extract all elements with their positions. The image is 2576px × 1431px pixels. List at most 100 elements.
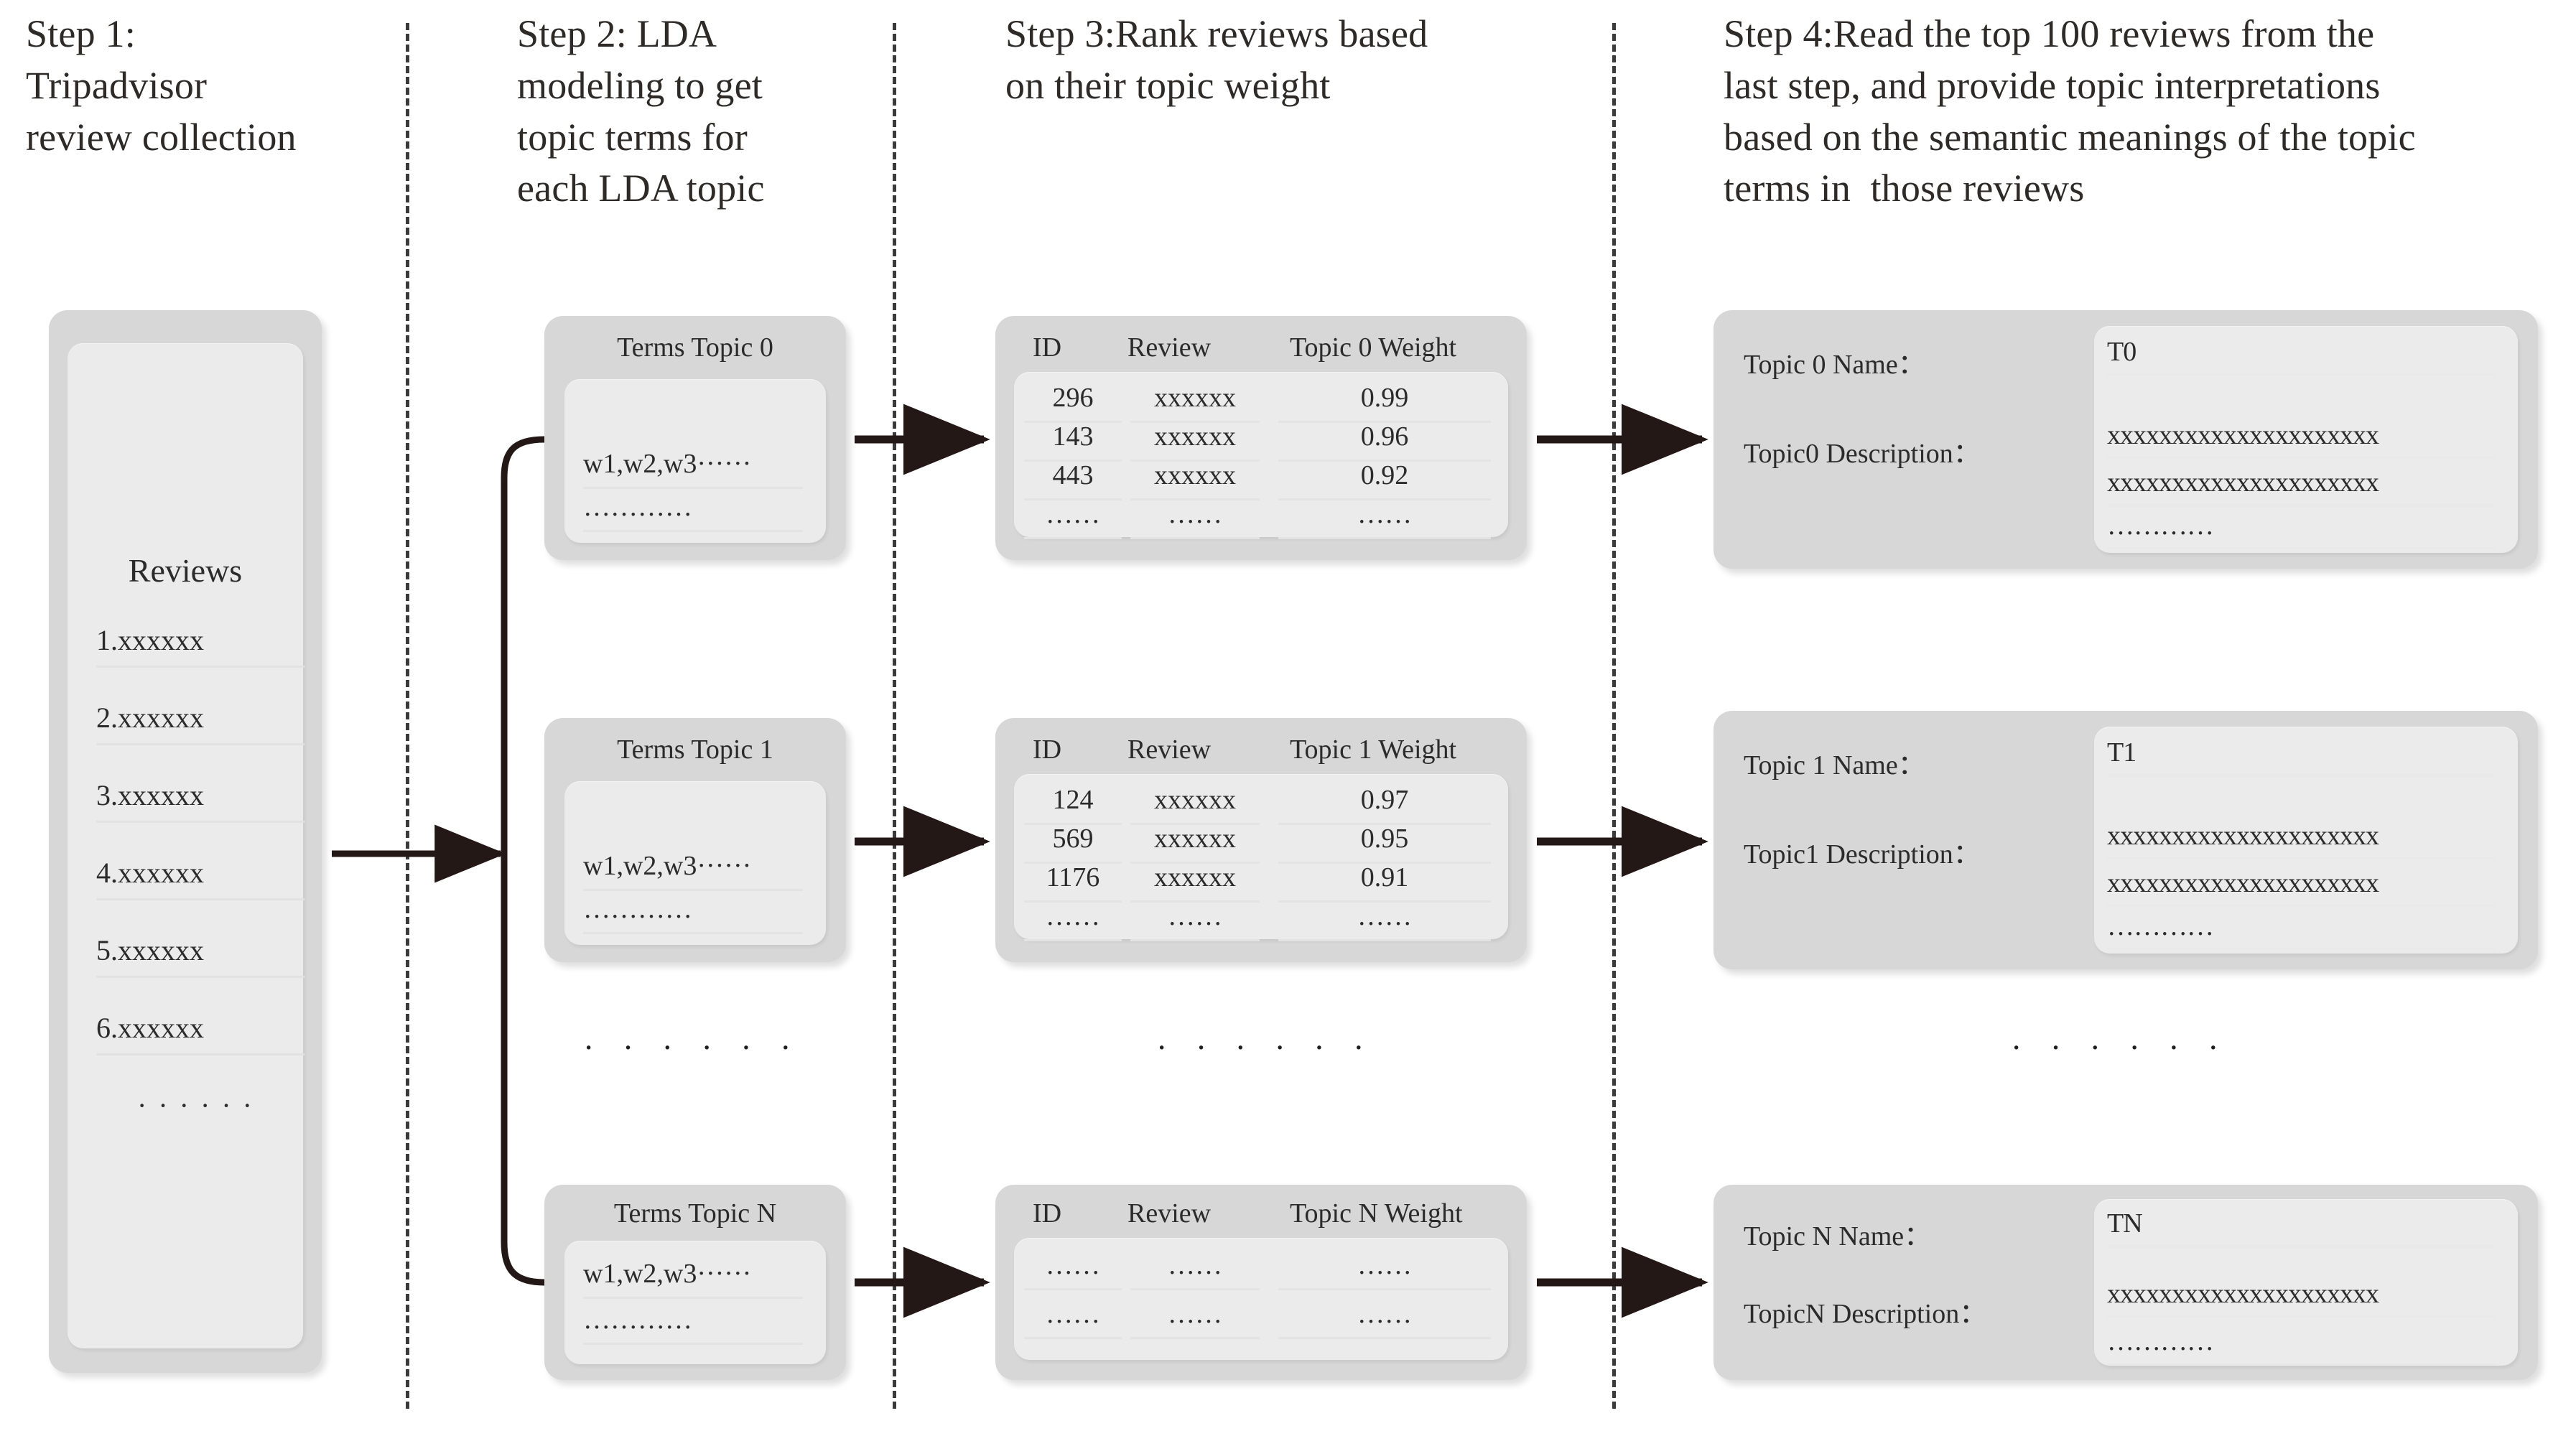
topic-description-label: Topic1 Description： bbox=[1744, 839, 1981, 870]
terms-line-ellipsis: ………… bbox=[583, 491, 803, 532]
table-header-weight: Topic 0 Weight bbox=[1290, 332, 1457, 363]
topic-name-value: T0 bbox=[2107, 336, 2495, 376]
step-3-heading: Step 3:Rank reviews based on their topic… bbox=[1005, 12, 1428, 107]
table-cell-id: …… bbox=[1024, 498, 1122, 539]
rank-table-inner: 296 xxxxxx 0.99 143 xxxxxx 0.96 443 xxxx… bbox=[1014, 372, 1508, 539]
terms-line-words: w1,w2,w3······ bbox=[583, 448, 803, 489]
table-cell-review: xxxxxx bbox=[1130, 823, 1260, 864]
topic-description-line: xxxxxxxxxxxxxxxxxxxxx bbox=[2107, 867, 2495, 907]
table-cell-weight: 0.97 bbox=[1278, 784, 1491, 825]
table-cell-weight: …… bbox=[1278, 1298, 1491, 1339]
table-cell-id: 569 bbox=[1024, 823, 1122, 864]
table-cell-weight: 0.99 bbox=[1278, 382, 1491, 423]
terms-line-words: w1,w2,w3······ bbox=[583, 1258, 803, 1299]
table-cell-weight: 0.91 bbox=[1278, 862, 1491, 903]
ellipsis-separator-step2: · · · · · · bbox=[583, 1029, 801, 1066]
table-cell-weight: 0.96 bbox=[1278, 421, 1491, 462]
rank-table-inner: …… …… …… …… …… …… bbox=[1014, 1238, 1508, 1360]
topic-description-ellipsis: ………… bbox=[2107, 910, 2495, 950]
topic-name-label: Topic N Name： bbox=[1744, 1221, 1932, 1251]
table-cell-review: …… bbox=[1130, 900, 1260, 941]
table-cell-weight: 0.92 bbox=[1278, 460, 1491, 500]
interpretation-inner: T0 xxxxxxxxxxxxxxxxxxxxx xxxxxxxxxxxxxxx… bbox=[2094, 326, 2518, 553]
list-item: 4.xxxxxx bbox=[96, 856, 304, 900]
topic-description-label: TopicN Description： bbox=[1744, 1299, 1987, 1329]
list-item: 2.xxxxxx bbox=[96, 701, 304, 745]
table-cell-id: …… bbox=[1024, 900, 1122, 941]
table-cell-weight: 0.95 bbox=[1278, 823, 1491, 864]
topic-description-line: xxxxxxxxxxxxxxxxxxxxx bbox=[2107, 1278, 2495, 1318]
table-cell-id: 143 bbox=[1024, 421, 1122, 462]
table-cell-id: …… bbox=[1024, 1298, 1122, 1339]
rank-table-topic-n: ID Review Topic N Weight …… …… …… …… …… … bbox=[995, 1185, 1527, 1380]
table-cell-id: 296 bbox=[1024, 382, 1122, 423]
table-cell-review: xxxxxx bbox=[1130, 382, 1260, 423]
table-cell-review: …… bbox=[1130, 498, 1260, 539]
reviews-card-inner: Reviews 1.xxxxxx 2.xxxxxx 3.xxxxxx 4.xxx… bbox=[68, 343, 304, 1348]
terms-line-words: w1,w2,w3······ bbox=[583, 850, 803, 891]
reviews-card: Reviews 1.xxxxxx 2.xxxxxx 3.xxxxxx 4.xxx… bbox=[49, 310, 322, 1373]
table-header-review: Review bbox=[1127, 332, 1212, 363]
interpretation-inner: T1 xxxxxxxxxxxxxxxxxxxxx xxxxxxxxxxxxxxx… bbox=[2094, 727, 2518, 954]
table-cell-id: …… bbox=[1024, 1249, 1122, 1290]
rank-table-topic-1: ID Review Topic 1 Weight 124 xxxxxx 0.97… bbox=[995, 718, 1527, 962]
terms-card-inner: w1,w2,w3······ ………… bbox=[564, 781, 826, 945]
table-header-weight: Topic 1 Weight bbox=[1290, 735, 1457, 765]
terms-card-inner: w1,w2,w3······ ………… bbox=[564, 379, 826, 543]
step-4-heading: Step 4:Read the top 100 reviews from the… bbox=[1724, 12, 2416, 210]
table-header-id: ID bbox=[1033, 735, 1062, 765]
list-item: 5.xxxxxx bbox=[96, 933, 304, 978]
table-header-id: ID bbox=[1033, 332, 1062, 363]
bracket-terms-fanout bbox=[501, 436, 545, 1286]
table-cell-review: …… bbox=[1130, 1298, 1260, 1339]
interpretation-card-topic-0: Topic 0 Name： Topic0 Description： T0 xxx… bbox=[1714, 310, 2538, 569]
list-item: 1.xxxxxx bbox=[96, 623, 304, 668]
topic-name-value: TN bbox=[2107, 1208, 2495, 1247]
table-cell-weight: …… bbox=[1278, 498, 1491, 539]
table-cell-id: 124 bbox=[1024, 784, 1122, 825]
topic-description-line: xxxxxxxxxxxxxxxxxxxxx bbox=[2107, 419, 2495, 459]
table-cell-id: 443 bbox=[1024, 460, 1122, 500]
table-header-review: Review bbox=[1127, 1198, 1212, 1229]
reviews-title: Reviews bbox=[128, 552, 243, 589]
topic-description-line: xxxxxxxxxxxxxxxxxxxxx bbox=[2107, 467, 2495, 506]
terms-card-title: Terms Topic 0 bbox=[617, 332, 773, 363]
terms-card-topic-n: Terms Topic N w1,w2,w3······ ………… bbox=[544, 1185, 846, 1380]
topic-description-ellipsis: ………… bbox=[2107, 1325, 2495, 1365]
table-cell-review: xxxxxx bbox=[1130, 421, 1260, 462]
table-cell-review: xxxxxx bbox=[1130, 784, 1260, 825]
terms-line-ellipsis: ………… bbox=[583, 893, 803, 934]
table-header-id: ID bbox=[1033, 1198, 1062, 1229]
terms-line-ellipsis: ………… bbox=[583, 1304, 803, 1345]
topic-description-label: Topic0 Description： bbox=[1744, 439, 1981, 469]
table-header-review: Review bbox=[1127, 735, 1212, 765]
list-item: 6.xxxxxx bbox=[96, 1011, 304, 1055]
terms-card-topic-0: Terms Topic 0 w1,w2,w3······ ………… bbox=[544, 316, 846, 560]
topic-description-line: xxxxxxxxxxxxxxxxxxxxx bbox=[2107, 820, 2495, 859]
table-cell-id: 1176 bbox=[1024, 862, 1122, 903]
ellipsis-separator-step4: · · · · · · bbox=[2011, 1029, 2229, 1066]
step-1-heading: Step 1: Tripadvisor review collection bbox=[26, 12, 297, 159]
step-2-heading: Step 2: LDA modeling to get topic terms … bbox=[517, 12, 765, 210]
topic-name-value: T1 bbox=[2107, 737, 2495, 776]
terms-card-topic-1: Terms Topic 1 w1,w2,w3······ ………… bbox=[544, 718, 846, 962]
table-cell-review: xxxxxx bbox=[1130, 862, 1260, 903]
table-cell-weight: …… bbox=[1278, 1249, 1491, 1290]
reviews-more-ellipsis: ······ bbox=[137, 1089, 264, 1122]
terms-card-title: Terms Topic 1 bbox=[617, 735, 773, 765]
interpretation-card-topic-1: Topic 1 Name： Topic1 Description： T1 xxx… bbox=[1714, 711, 2538, 969]
topic-name-label: Topic 1 Name： bbox=[1744, 750, 1925, 780]
topic-description-ellipsis: ………… bbox=[2107, 510, 2495, 549]
column-divider-3 bbox=[1612, 23, 1616, 1409]
rank-table-topic-0: ID Review Topic 0 Weight 296 xxxxxx 0.99… bbox=[995, 316, 1527, 560]
interpretation-card-topic-n: Topic N Name： TopicN Description： TN xxx… bbox=[1714, 1185, 2538, 1380]
table-cell-weight: …… bbox=[1278, 900, 1491, 941]
table-cell-review: …… bbox=[1130, 1249, 1260, 1290]
list-item: 3.xxxxxx bbox=[96, 778, 304, 823]
interpretation-inner: TN xxxxxxxxxxxxxxxxxxxxx ………… bbox=[2094, 1199, 2518, 1366]
topic-name-label: Topic 0 Name： bbox=[1744, 350, 1925, 380]
terms-card-inner: w1,w2,w3······ ………… bbox=[564, 1241, 826, 1364]
table-cell-review: xxxxxx bbox=[1130, 460, 1260, 500]
terms-card-title: Terms Topic N bbox=[613, 1198, 777, 1229]
rank-table-inner: 124 xxxxxx 0.97 569 xxxxxx 0.95 1176 xxx… bbox=[1014, 774, 1508, 941]
